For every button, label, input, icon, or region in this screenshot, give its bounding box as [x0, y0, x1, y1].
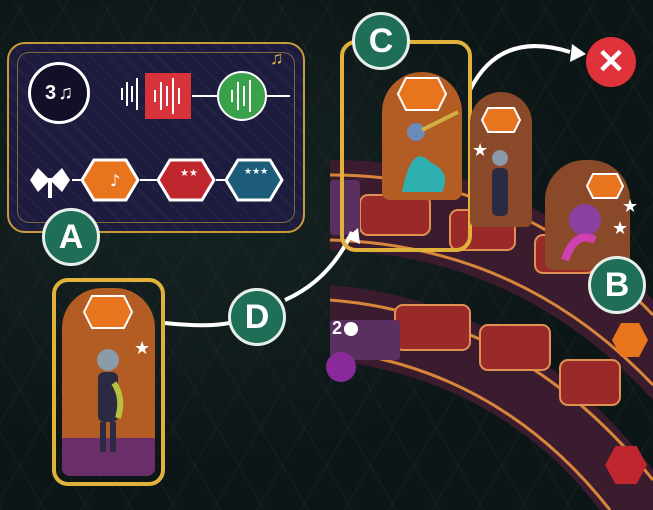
star-icon: ★	[134, 338, 151, 358]
musician-card-highlight[interactable]	[52, 278, 165, 486]
musician-card-saxophonist[interactable]: ★	[62, 288, 155, 476]
callout-d-label: D	[244, 297, 270, 336]
gramophone-icon: ♫	[58, 81, 74, 104]
score-token: 2	[332, 318, 359, 339]
stage-card-robot	[470, 92, 532, 227]
robot-figure	[480, 107, 522, 216]
stage-card-trombonist[interactable]	[382, 72, 462, 200]
svg-text:♪: ♪	[110, 171, 120, 190]
drum-hex-icon	[605, 446, 647, 484]
star-icon: ★	[612, 218, 629, 238]
purple-token-icon	[326, 352, 356, 382]
svg-text:★★: ★★	[180, 168, 198, 179]
callout-a: A	[42, 208, 100, 266]
svg-text:★★★: ★★★	[244, 167, 268, 177]
points-value: 3	[44, 81, 57, 104]
callout-b: B	[588, 256, 646, 314]
callout-c-label: C	[368, 21, 394, 60]
callout-c: C	[352, 12, 410, 70]
points-badge: 3 ♫	[28, 62, 90, 124]
score-token-value: 2	[332, 318, 343, 338]
star-icon: ★	[622, 196, 639, 216]
trombone-orange-hex-icon	[80, 158, 140, 202]
invalid-x-icon: ✕	[586, 37, 636, 87]
instrument-sequence: ♪ ★★ ★★★	[30, 158, 284, 202]
token-icon	[344, 321, 359, 336]
trombonist-figure	[396, 77, 459, 192]
saxophone-blue-hex-icon	[224, 158, 284, 202]
drum-red-hex-icon	[156, 158, 216, 202]
callout-a-label: A	[58, 217, 84, 256]
callout-d: D	[228, 288, 286, 346]
tuxedo-icon	[30, 168, 70, 198]
sound-sequence	[121, 71, 290, 121]
music-note-icon: ♫	[270, 48, 284, 68]
stage-card-tuba	[545, 160, 630, 270]
star-icon: ★	[472, 140, 489, 160]
soundwave-outline-icon	[121, 78, 138, 110]
soundwave-green-icon	[217, 71, 267, 121]
callout-b-label: B	[604, 265, 630, 304]
objective-card-border	[17, 52, 295, 223]
invalid-x-symbol: ✕	[596, 43, 626, 81]
tuba-figure	[561, 173, 625, 262]
saxophonist-figure	[62, 295, 155, 476]
